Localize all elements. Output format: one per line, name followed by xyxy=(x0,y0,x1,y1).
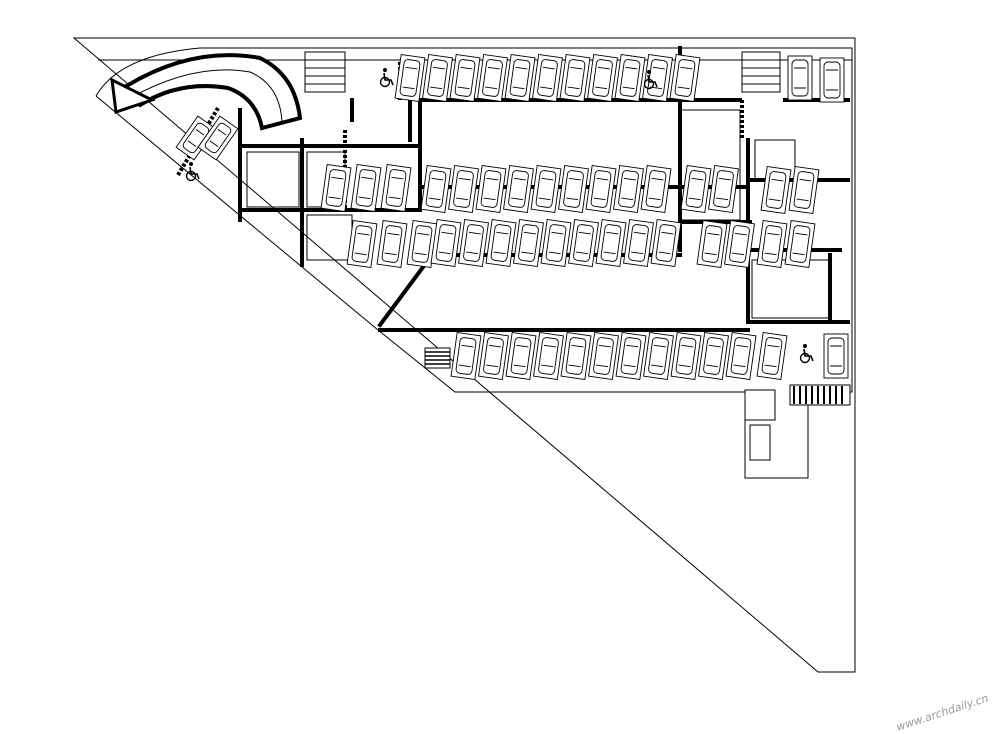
parking-stall xyxy=(505,332,537,380)
parking-stall xyxy=(595,219,627,267)
ramp-arrow-icon xyxy=(110,77,156,115)
parking-stall xyxy=(643,332,674,380)
wheelchair-icon xyxy=(185,68,814,364)
parking-stall xyxy=(450,332,482,380)
parking-stall xyxy=(670,332,702,380)
parking-stall xyxy=(380,164,412,212)
parking-stall xyxy=(614,54,646,102)
parking-stall xyxy=(708,165,739,213)
parking-stall xyxy=(823,333,849,379)
parking-stall xyxy=(346,220,378,268)
parking-stall xyxy=(819,57,845,103)
parking-stall xyxy=(756,220,788,268)
parking-stall xyxy=(588,332,619,380)
parking-stall xyxy=(320,164,352,212)
parking-stall xyxy=(725,332,757,380)
parking-stall xyxy=(585,165,617,213)
parking-stall xyxy=(784,220,816,268)
parking-stall xyxy=(568,219,599,267)
parking-stall xyxy=(559,54,591,102)
parking-stall xyxy=(760,166,792,214)
parking-stall xyxy=(613,165,644,213)
parking-stall xyxy=(530,165,562,213)
parking-stalls xyxy=(175,54,849,380)
parking-stall xyxy=(532,54,563,102)
parking-floor-plan xyxy=(72,37,856,673)
parking-stall xyxy=(394,54,426,102)
parking-stall xyxy=(449,54,481,102)
floor-grille xyxy=(424,347,851,406)
parking-stall xyxy=(350,164,382,212)
parking-stall xyxy=(540,219,572,267)
parking-stall xyxy=(513,219,544,267)
parking-stall xyxy=(615,332,647,380)
parking-stall xyxy=(478,332,509,380)
parking-stall xyxy=(642,54,673,102)
parking-stall xyxy=(560,332,592,380)
parking-stall xyxy=(669,54,701,102)
parking-stall xyxy=(587,54,618,102)
parking-stall xyxy=(696,220,728,268)
parking-stall xyxy=(376,220,408,268)
parking-stall xyxy=(448,165,479,213)
entry-ramp xyxy=(110,53,303,131)
parking-stall xyxy=(756,332,788,380)
parking-stall xyxy=(558,165,589,213)
parking-stall xyxy=(533,332,564,380)
parking-stall xyxy=(698,332,729,380)
parking-stall xyxy=(788,166,820,214)
parking-stall xyxy=(640,165,672,213)
parking-stall xyxy=(504,54,536,102)
parking-stall xyxy=(623,219,654,267)
parking-stall xyxy=(724,220,755,268)
parking-stall xyxy=(475,165,507,213)
parking-stall xyxy=(197,115,239,161)
parking-stall xyxy=(485,219,517,267)
parking-stall xyxy=(680,165,712,213)
inner-rooms xyxy=(246,109,831,319)
parking-stall xyxy=(787,55,813,101)
parking-stall xyxy=(458,219,489,267)
parking-stall xyxy=(422,54,453,102)
parking-stall xyxy=(650,219,682,267)
parking-stall xyxy=(503,165,534,213)
parking-stall xyxy=(477,54,508,102)
stair-icon xyxy=(304,51,781,461)
building-boundary xyxy=(95,47,853,479)
parking-stall xyxy=(420,165,452,213)
parking-stall xyxy=(430,219,462,267)
